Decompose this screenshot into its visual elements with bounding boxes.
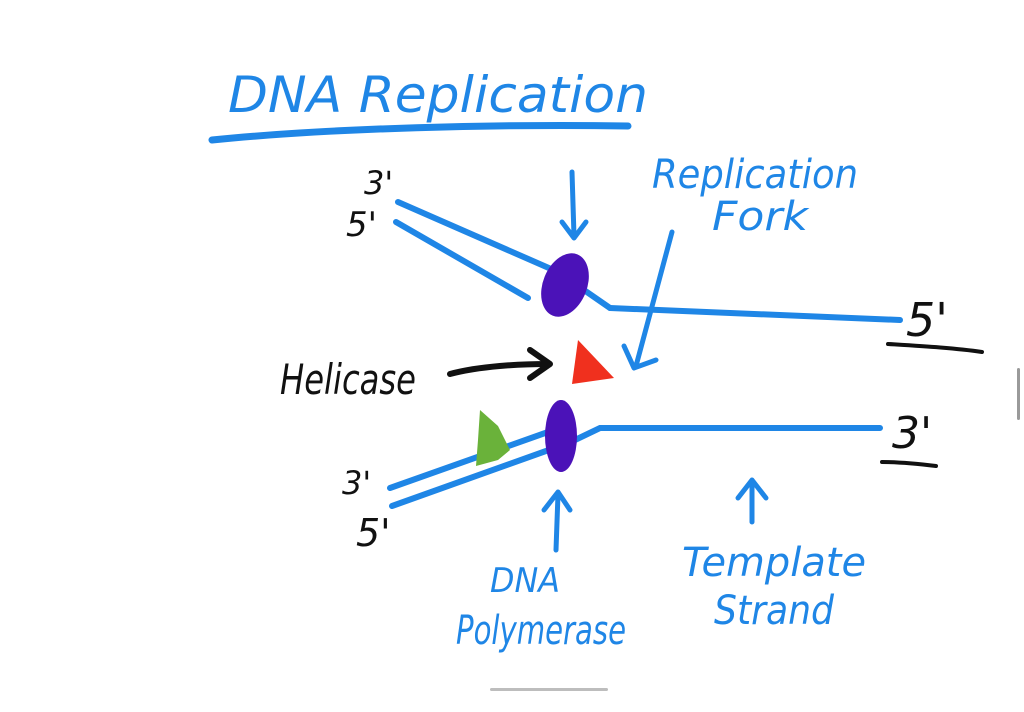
primase-shape [476,410,510,466]
underline-top-right-5prime [886,342,984,354]
lower-strand-outer [387,429,551,491]
arrow-up-to-template [735,477,769,525]
label-top-right-5prime: 5' [906,293,948,347]
label-dna-polymerase-line2: Polymerase [456,608,626,654]
scroll-indicator[interactable] [1017,368,1020,420]
upper-dna-polymerase [541,253,589,317]
label-top-left-5prime: 5' [346,205,377,245]
label-replication-fork-line1: Replication [652,152,858,198]
label-template-strand-line1: Template [682,540,866,586]
label-bottom-left-5prime: 5' [356,511,391,555]
title-underline [208,122,632,144]
upper-template-strand [607,305,903,323]
arrow-up-to-polymerase [541,489,573,553]
arrow-down-to-polymerase [559,169,589,241]
label-bottom-left-3prime: 3' [342,464,371,502]
label-helicase: Helicase [280,355,416,404]
label-dna-polymerase-line1: DNA [490,561,560,601]
lower-strand-inner [389,443,563,509]
upper-strand-inner [393,219,531,301]
label-replication-fork-line2: Fork [712,194,810,240]
underline-bottom-right-3prime [880,460,938,468]
label-bottom-right-3prime: 3' [892,408,932,459]
home-indicator-bar[interactable] [490,688,608,691]
helicase-shape [572,340,614,384]
diagram-title: DNA Replication [228,66,648,124]
label-top-left-3prime: 3' [364,164,393,202]
replication-fork-arrow [621,229,675,371]
lower-template-strand [572,425,883,443]
helicase-arrow [447,347,553,381]
label-template-strand-line2: Strand [714,588,835,634]
lower-dna-polymerase [545,400,577,472]
